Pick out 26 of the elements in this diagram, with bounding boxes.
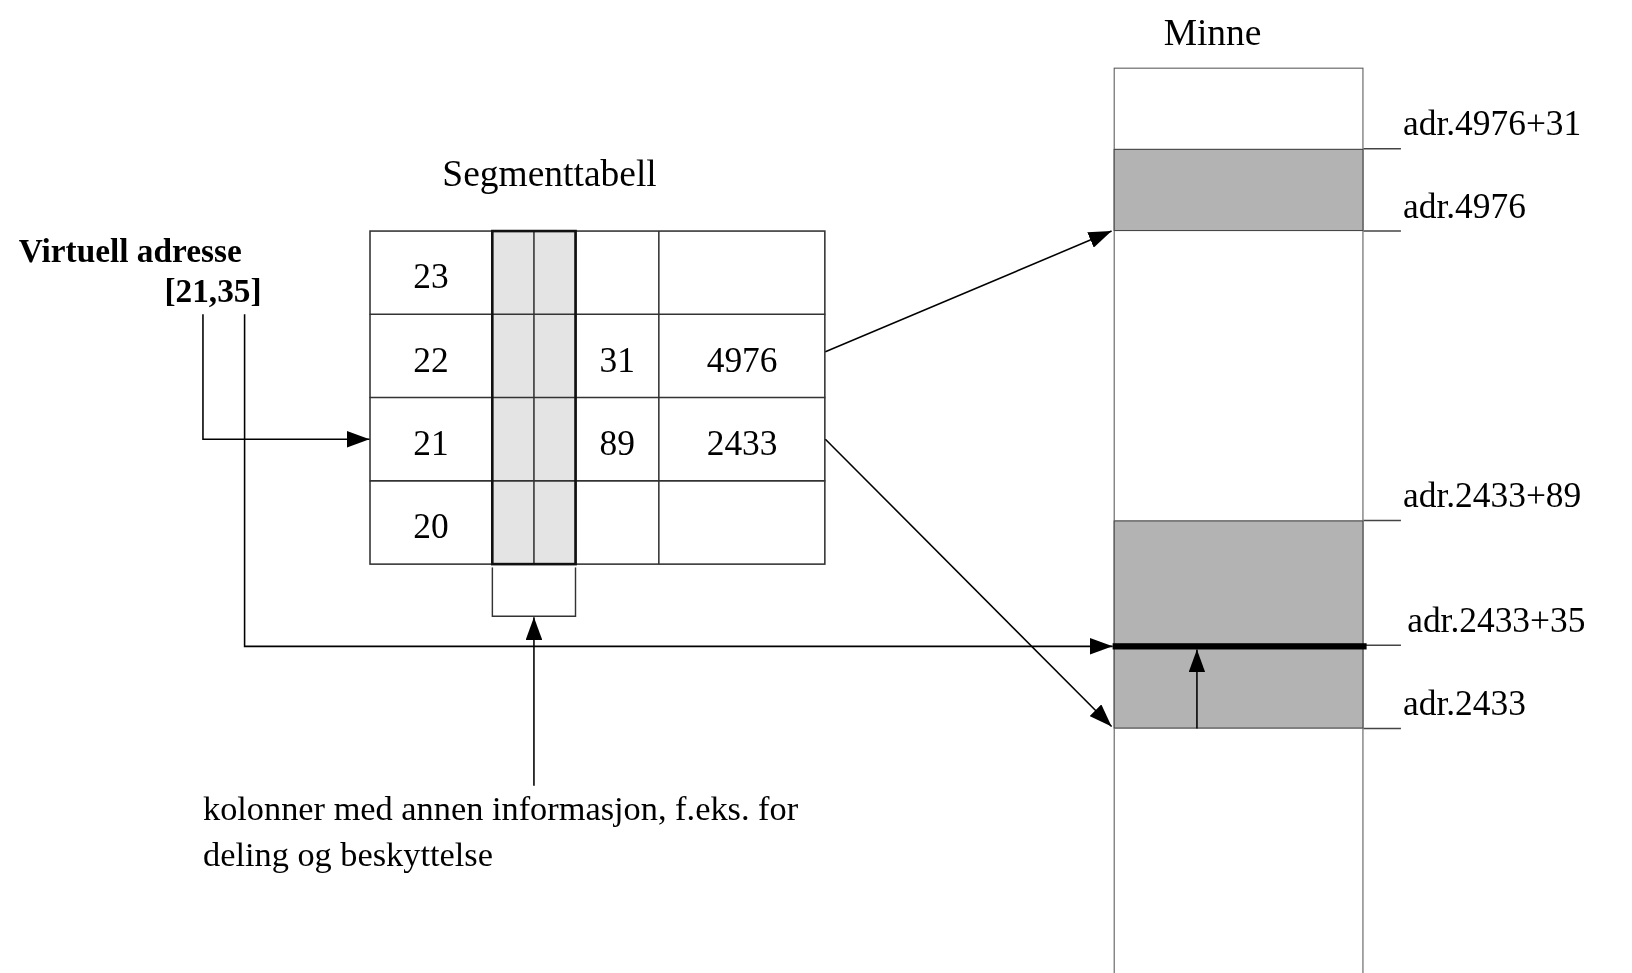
table-title: Segmenttabell bbox=[442, 152, 657, 196]
segment-number: 20 bbox=[412, 505, 450, 548]
arrow bbox=[243, 313, 1114, 655]
address-label: adr.4976 bbox=[1403, 186, 1526, 226]
arrow bbox=[202, 313, 371, 448]
address-label: adr.2433+35 bbox=[1407, 600, 1586, 641]
address-heading: Virtuell adresse bbox=[18, 231, 242, 271]
memory-segment bbox=[1113, 520, 1364, 729]
arrow bbox=[525, 616, 543, 787]
base-address: 4976 bbox=[705, 339, 779, 381]
note-text: kolonner med annen informasjon, f.eks. for deling og beskyttelse bbox=[202, 789, 800, 876]
arrow bbox=[824, 230, 1113, 353]
segment-number: 23 bbox=[412, 256, 450, 298]
address-label: adr.4976+31 bbox=[1403, 104, 1582, 144]
memory-segment bbox=[1113, 148, 1364, 232]
segment-length: 89 bbox=[598, 422, 636, 465]
segment-number: 22 bbox=[412, 339, 450, 381]
arrow bbox=[1188, 648, 1206, 730]
memory-title: Minne bbox=[1163, 10, 1262, 55]
address-label: adr.2433 bbox=[1403, 683, 1526, 724]
base-address: 2433 bbox=[705, 422, 779, 465]
address-label: adr.2433+89 bbox=[1403, 475, 1582, 516]
arrow bbox=[824, 438, 1113, 728]
address-value: [21,35] bbox=[163, 270, 262, 311]
segment-length: 31 bbox=[598, 339, 636, 381]
segment-number: 21 bbox=[412, 422, 450, 465]
